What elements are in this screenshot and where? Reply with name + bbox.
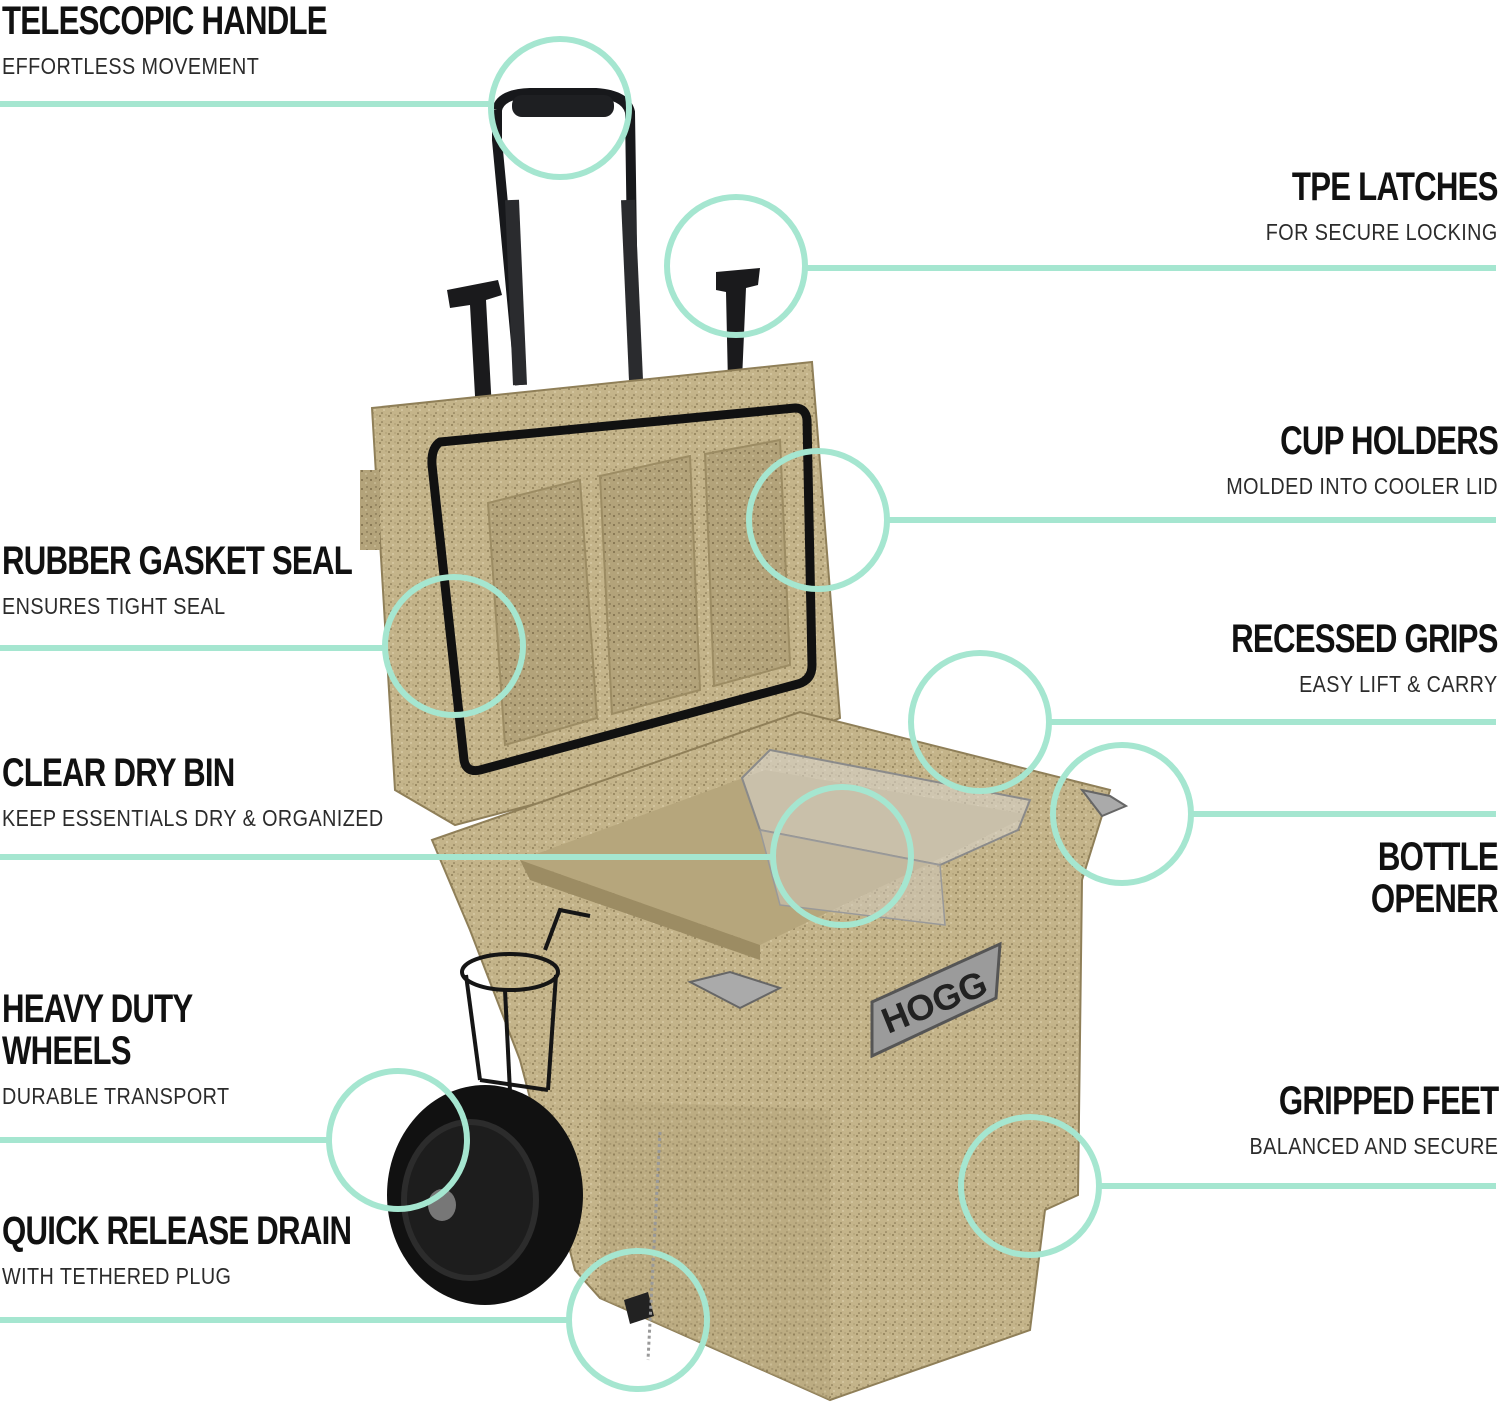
cup-holder-graphic — [460, 907, 591, 1093]
drain-graphic — [624, 1131, 662, 1361]
feature-clear-dry-bin: CLEAR DRY BIN KEEP ESSENTIALS DRY & ORGA… — [2, 752, 446, 832]
feature-tpe-latches: TPE LATCHES FOR SECURE LOCKING — [1228, 165, 1499, 246]
callout-circle-latches — [664, 194, 808, 338]
feature-title: TPE LATCHES — [1292, 165, 1499, 209]
feature-subtitle: FOR SECURE LOCKING — [1266, 219, 1498, 245]
callout-circle-gasket — [382, 574, 526, 718]
feature-subtitle: ENSURES TIGHT SEAL — [2, 593, 226, 619]
callout-circle-grips — [908, 650, 1052, 794]
feature-subtitle: EFFORTLESS MOVEMENT — [2, 53, 260, 79]
latch-right-graphic — [716, 268, 760, 384]
feature-subtitle: DURABLE TRANSPORT — [2, 1083, 230, 1109]
feature-title-line-2: WHEELS — [2, 1029, 132, 1073]
feature-telescopic-handle: TELESCOPIC HANDLE EFFORTLESS MOVEMENT — [2, 0, 418, 80]
feature-title: QUICK RELEASE DRAIN — [2, 1209, 352, 1253]
callout-lines — [0, 101, 1496, 1323]
feature-subtitle: BALANCED AND SECURE — [1249, 1133, 1498, 1159]
feature-subtitle: KEEP ESSENTIALS DRY & ORGANIZED — [2, 805, 384, 831]
callout-circle-handle — [488, 36, 632, 180]
feature-heavy-duty-wheels: HEAVY DUTY WHEELS DURABLE TRANSPORT — [2, 988, 267, 1110]
feature-title: GRIPPED FEET — [1278, 1079, 1499, 1123]
telescopic-handle-graphic — [492, 88, 643, 386]
feature-cup-holders: CUP HOLDERS MOLDED INTO COOLER LID — [1182, 419, 1499, 500]
callout-circle-dry-bin — [770, 784, 914, 928]
callout-circle-feet — [958, 1114, 1102, 1258]
feature-title: RECESSED GRIPS — [1231, 617, 1499, 661]
feature-rubber-gasket-seal: RUBBER GASKET SEAL ENSURES TIGHT SEAL — [2, 540, 451, 620]
feature-title-line-2: OPENER — [1370, 877, 1499, 921]
feature-title-line-1: BOTTLE — [1377, 835, 1499, 879]
feature-quick-release-drain: QUICK RELEASE DRAIN WITH TETHERED PLUG — [2, 1210, 450, 1290]
callout-circles — [326, 36, 1194, 1392]
latch-left-graphic — [447, 280, 502, 414]
feature-title: CLEAR DRY BIN — [2, 751, 235, 795]
feature-recessed-grips: RECESSED GRIPS EASY LIFT & CARRY — [1156, 617, 1499, 698]
wheel-graphic — [387, 1085, 583, 1305]
feature-subtitle: EASY LIFT & CARRY — [1299, 671, 1498, 697]
feature-bottle-opener: BOTTLE OPENER — [1335, 835, 1499, 921]
feature-title: CUP HOLDERS — [1280, 419, 1499, 463]
callout-circle-bottle-opener — [1050, 742, 1194, 886]
feature-subtitle: WITH TETHERED PLUG — [2, 1263, 232, 1289]
feature-title: TELESCOPIC HANDLE — [2, 0, 328, 43]
callout-circle-cup-holders — [746, 448, 890, 592]
feature-gripped-feet: GRIPPED FEET BALANCED AND SECURE — [1209, 1079, 1499, 1160]
feature-subtitle: MOLDED INTO COOLER LID — [1226, 473, 1498, 499]
callout-circle-drain — [566, 1248, 710, 1392]
feature-title: RUBBER GASKET SEAL — [2, 539, 353, 583]
feature-title-line-1: HEAVY DUTY — [2, 987, 193, 1031]
cooler-body-graphic: HOGG — [430, 710, 1129, 1402]
callout-circle-wheels — [326, 1068, 470, 1212]
